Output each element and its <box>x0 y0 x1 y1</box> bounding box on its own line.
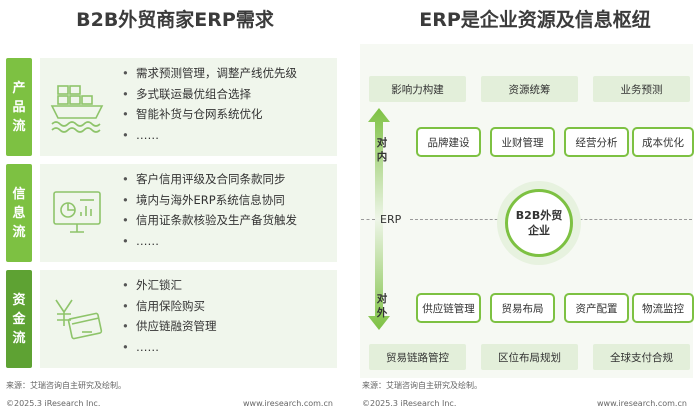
list-item: 外汇锁汇 <box>122 275 217 296</box>
vertical-arrow <box>368 108 390 330</box>
label-char: 对 <box>376 137 388 149</box>
top-box: 业务预测 <box>593 76 690 102</box>
bottom-box: 贸易链路管控 <box>369 344 466 370</box>
flow-body-product: 需求预测管理，调整产线优先级 多式联运最优组合选择 智能补货与仓网系统优化 …… <box>40 58 337 156</box>
list-item: …… <box>122 231 297 252</box>
center-line: 企业 <box>528 224 550 237</box>
right-copyright: ©2025.3 iResearch Inc. <box>362 399 457 408</box>
flow-tab-capital: 资 金 流 <box>6 270 32 368</box>
tab-char: 流 <box>12 118 26 134</box>
label-inner: 对 内 <box>375 136 389 164</box>
capital-flow-list: 外汇锁汇 信用保险购买 供应链融资管理 …… <box>122 275 217 357</box>
right-title: ERP是企业资源及信息枢纽 <box>419 9 651 31</box>
inner-bottom-box: 资产配置 <box>564 293 629 323</box>
label-char: 内 <box>376 151 388 163</box>
left-website: www.iresearch.com.cn <box>243 399 333 408</box>
flow-body-info: 客户信用评级及合同条款同步 境内与海外ERP系统信息协同 信用证条款核验及生产备… <box>40 164 337 262</box>
yen-card-icon <box>55 299 103 340</box>
tab-char: 信 <box>12 186 26 202</box>
top-box: 影响力构建 <box>369 76 466 102</box>
list-item: 客户信用评级及合同条款同步 <box>122 169 297 190</box>
list-item: 境内与海外ERP系统信息协同 <box>122 190 297 211</box>
list-item: 信用保险购买 <box>122 296 217 317</box>
monitor-chart-icon <box>53 191 101 233</box>
tab-char: 流 <box>12 224 26 240</box>
list-item: 需求预测管理，调整产线优先级 <box>122 63 297 84</box>
flow-body-capital: 外汇锁汇 信用保险购买 供应链融资管理 …… <box>40 270 337 368</box>
center-line: B2B外贸 <box>515 209 563 222</box>
inner-top-box: 经营分析 <box>564 127 629 157</box>
tab-char: 金 <box>12 311 26 327</box>
tab-char: 品 <box>12 99 26 115</box>
label-outer: 对 外 <box>375 292 389 320</box>
inner-bottom-box: 贸易布局 <box>490 293 555 323</box>
inner-top-box: 成本优化 <box>632 127 694 157</box>
erp-label: ERP <box>380 213 402 226</box>
flow-row-info: 信 息 流 客户信用评级及合同条款同步 境内与海外ERP系统信息协同 信用证条款… <box>6 164 337 262</box>
tab-char: 产 <box>12 80 26 96</box>
bottom-box: 全球支付合规 <box>593 344 690 370</box>
right-source: 来源：艾瑞咨询自主研究及绘制。 <box>362 381 482 390</box>
inner-top-box: 业财管理 <box>490 127 555 157</box>
list-item: 智能补货与仓网系统优化 <box>122 104 297 125</box>
flow-row-product: 产 品 流 需求预测管理，调整产线优先级 多式联运最优组合选择 智能补货与仓网系… <box>6 58 337 156</box>
left-title: B2B外贸商家ERP需求 <box>76 9 274 31</box>
list-item: 多式联运最优组合选择 <box>122 84 297 105</box>
inner-top-box: 品牌建设 <box>416 127 481 157</box>
left-source: 来源：艾瑞咨询自主研究及绘制。 <box>6 381 126 390</box>
tab-char: 资 <box>12 292 26 308</box>
list-item: …… <box>122 125 297 146</box>
right-website: www.iresearch.com.cn <box>597 399 687 408</box>
list-item: …… <box>122 337 217 358</box>
dashed-line-left <box>361 219 375 220</box>
inner-bottom-box: 物流监控 <box>632 293 694 323</box>
info-flow-list: 客户信用评级及合同条款同步 境内与海外ERP系统信息协同 信用证条款核验及生产备… <box>122 169 297 251</box>
label-char: 对 <box>376 293 388 305</box>
product-flow-list: 需求预测管理，调整产线优先级 多式联运最优组合选择 智能补货与仓网系统优化 …… <box>122 63 297 145</box>
bottom-box: 区位布局规划 <box>481 344 578 370</box>
tab-char: 流 <box>12 330 26 346</box>
inner-bottom-box: 供应链管理 <box>416 293 481 323</box>
flow-tab-info: 信 息 流 <box>6 164 32 262</box>
list-item: 供应链融资管理 <box>122 316 217 337</box>
ship-icon <box>50 85 104 133</box>
tab-char: 息 <box>12 205 26 221</box>
left-copyright: ©2025.3 iResearch Inc. <box>6 399 101 408</box>
list-item: 信用证条款核验及生产备货触发 <box>122 210 297 231</box>
flow-row-capital: 资 金 流 外汇锁汇 信用保险购买 供应链融资管理 …… <box>6 270 337 368</box>
flow-tab-product: 产 品 流 <box>6 58 32 156</box>
center-circle: B2B外贸 企业 <box>505 189 573 257</box>
top-box: 资源统筹 <box>481 76 578 102</box>
label-char: 外 <box>376 307 388 319</box>
